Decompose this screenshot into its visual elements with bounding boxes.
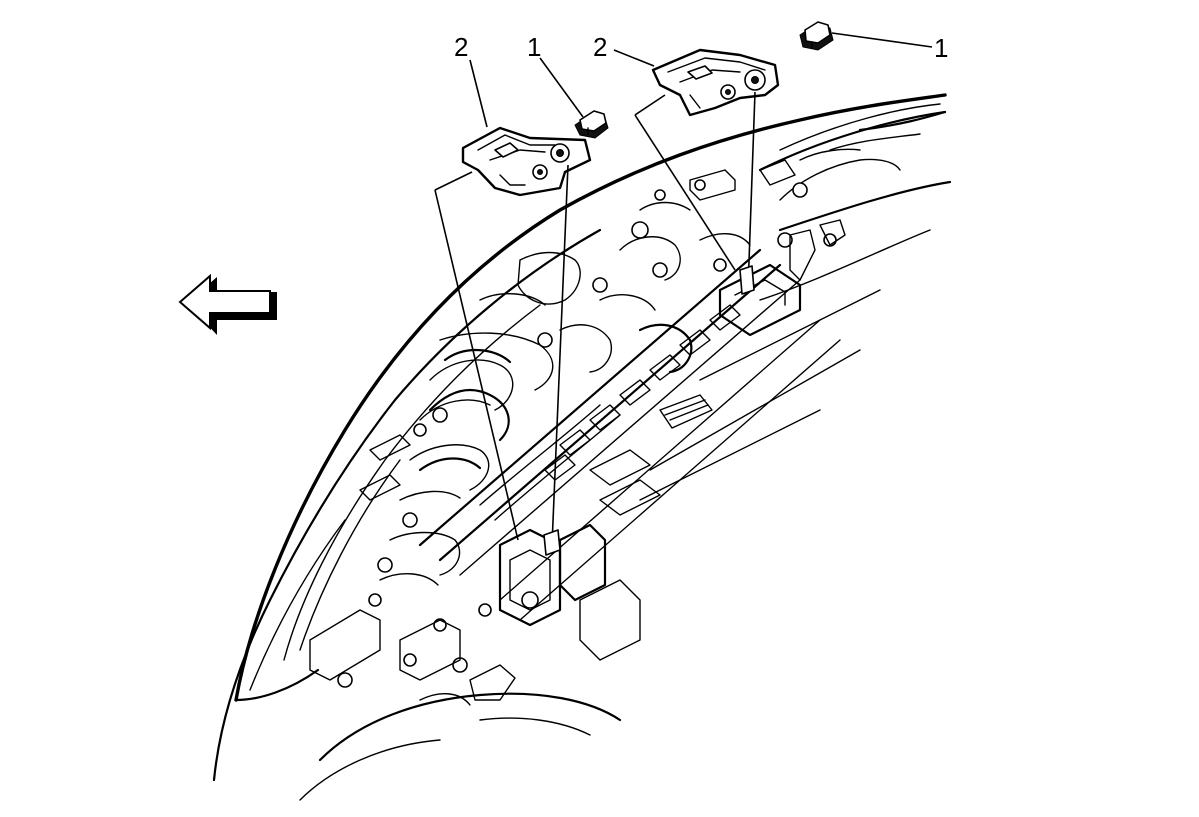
vehicle-body-outline [212,93,952,801]
bracket-left [461,126,592,197]
callout-label-bolt-right: 1 [934,33,948,63]
bolt-left [574,110,609,139]
callout-label-bracket-left: 2 [454,32,468,62]
callout-leaders [469,32,933,128]
callout-label-bolt-left: 1 [527,32,541,62]
callout-label-bracket-right: 2 [593,32,607,62]
engine-compartment [309,159,846,706]
installation-guide-lines [434,91,756,556]
arrow-left-icon [178,273,277,335]
bracket-right [651,48,780,117]
bolt-right [799,21,834,51]
